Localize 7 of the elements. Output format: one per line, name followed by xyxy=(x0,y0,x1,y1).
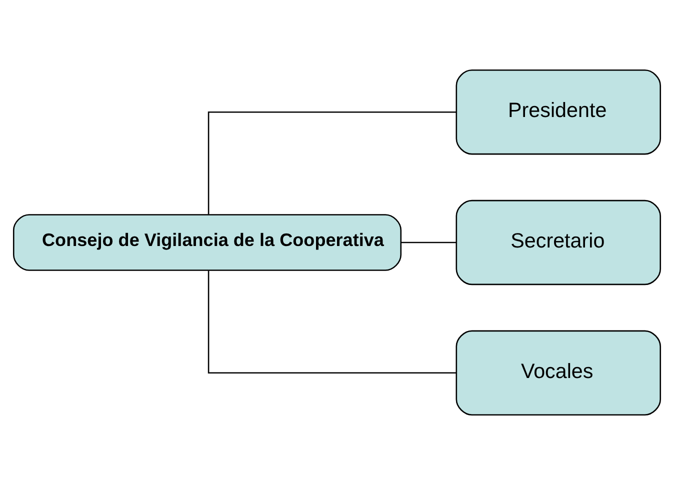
node-box: Secretario xyxy=(456,199,662,285)
node-box: Consejo de Vigilancia de la Cooperativa xyxy=(12,214,402,270)
node-box: Presidente xyxy=(456,69,662,154)
connector xyxy=(401,241,456,243)
node-box: Vocales xyxy=(456,330,662,415)
connector xyxy=(208,110,456,214)
connector xyxy=(208,270,456,374)
